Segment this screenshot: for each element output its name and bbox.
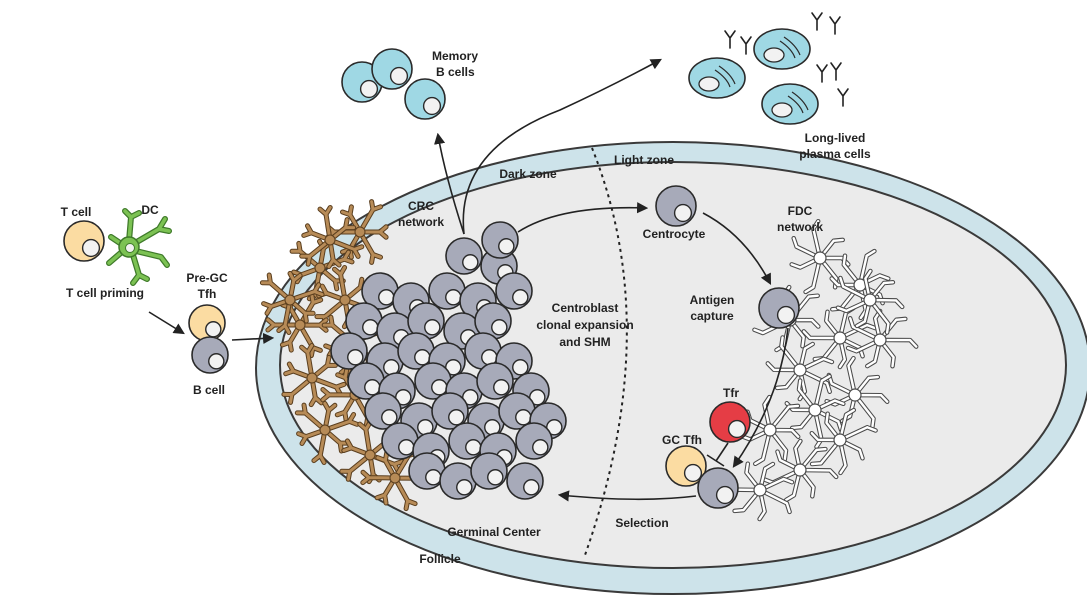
arrow-to-selection: [732, 327, 789, 468]
arrow-to-antigen: [702, 212, 772, 285]
memory-b-label-1: Memory: [432, 49, 478, 63]
antibody: [740, 36, 752, 55]
antibody: [724, 30, 736, 49]
arrow-return: [557, 490, 697, 502]
zone-divider: [584, 147, 628, 556]
plasma-label-1: Long-lived: [805, 131, 866, 145]
centroblast-cell: [476, 362, 514, 400]
fdc-cell: [762, 438, 839, 503]
b-cell: [191, 336, 229, 374]
germinal-center-label: Germinal Center: [447, 525, 541, 539]
centroblast-cell: [330, 332, 368, 370]
plasma-cell: [761, 83, 819, 125]
selected-b-cell: [697, 467, 739, 509]
centroblast-cell: [506, 462, 544, 500]
antibody: [811, 12, 823, 31]
arrows: [148, 58, 789, 502]
antibody: [829, 16, 841, 35]
crc-cell: [281, 343, 347, 408]
fdc-cell: [809, 407, 878, 476]
centroblast-cell: [397, 332, 435, 370]
pre-gc-tfh-cell: [188, 304, 226, 342]
centroblast-cell: [470, 452, 508, 490]
fdc-network: [721, 218, 919, 522]
memory-b-cell: [371, 48, 413, 90]
centroblast-cell: [345, 302, 383, 340]
tfr-inhibition: [706, 442, 729, 467]
t-cell-label: T cell: [61, 205, 92, 219]
antigen-label-1: Antigen: [690, 293, 735, 307]
arrow-priming: [148, 311, 185, 335]
centroblast-cell: [445, 237, 483, 275]
memory-b-label-2: B cells: [436, 65, 475, 79]
centroblast-cell: [347, 362, 385, 400]
cells: [63, 28, 819, 509]
centroblast-cell: [381, 422, 419, 460]
arrow-to-centrocyte: [517, 202, 649, 233]
labels: Memory B cells Long-lived plasma cells D…: [61, 49, 871, 566]
fdc-cell: [721, 461, 795, 522]
dark-zone-label: Dark zone: [499, 167, 557, 181]
centroblast-cell: [439, 462, 477, 500]
light-zone-label: Light zone: [614, 153, 674, 167]
centroblast-cell: [474, 302, 512, 340]
crc-label-1: CRC: [408, 199, 434, 213]
fdc-cell: [845, 308, 919, 369]
b-cell-label: B cell: [193, 383, 225, 397]
centroblast-cluster: [330, 221, 567, 500]
selection-label: Selection: [615, 516, 668, 530]
fdc-label-1: FDC: [788, 204, 813, 218]
centrocyte-cell: [655, 185, 697, 227]
antibody: [837, 88, 849, 107]
pre-gc-tfh-label-2: Tfh: [198, 287, 217, 301]
tfr-cell: [709, 401, 751, 443]
centroblast-cell: [495, 272, 533, 310]
crc-cell: [259, 270, 325, 335]
centroblast-label-3: and SHM: [559, 335, 610, 349]
centroblast-cell: [361, 272, 399, 310]
crc-cell: [299, 205, 365, 270]
tfr-label: Tfr: [723, 386, 739, 400]
arrow-to-gc: [231, 332, 275, 345]
arrow-to-memory: [434, 132, 465, 235]
plasma-cell: [688, 57, 746, 99]
crc-cell: [339, 420, 405, 485]
dc-label: DC: [141, 203, 159, 217]
centroblast-cell: [431, 392, 469, 430]
gc-tfh-label: GC Tfh: [662, 433, 702, 447]
plasma-label-2: plasma cells: [799, 147, 871, 161]
centroblast-label-1: Centroblast: [552, 301, 619, 315]
plasma-cell: [753, 28, 811, 70]
centroblast-cell: [364, 392, 402, 430]
follicle-label: Follicle: [419, 552, 461, 566]
centroblast-cell: [481, 221, 519, 259]
antibody: [830, 62, 842, 81]
t-cell-priming-label: T cell priming: [66, 286, 144, 300]
arrow-to-plasma: [462, 58, 662, 235]
fdc-cell: [835, 268, 905, 335]
centroblast-cell: [408, 452, 446, 490]
centroblast-label-2: clonal expansion: [536, 318, 633, 332]
crc-cell: [294, 400, 360, 465]
antigen-label-2: capture: [690, 309, 734, 323]
pre-gc-tfh-label-1: Pre-GC: [186, 271, 228, 285]
antibody: [816, 64, 828, 83]
gc-tfh-cell: [665, 445, 707, 487]
fdc-label-2: network: [777, 220, 823, 234]
t-cell: [63, 220, 105, 262]
antigen-capture-cell: [758, 287, 800, 329]
crc-cell: [325, 199, 389, 265]
crc-label-2: network: [398, 215, 444, 229]
centroblast-cell: [515, 422, 553, 460]
antibodies: [724, 12, 849, 107]
centroblast-cell: [464, 332, 502, 370]
dendritic-cell: [106, 208, 172, 286]
memory-b-cell: [404, 78, 446, 120]
centrocyte-label: Centrocyte: [643, 227, 706, 241]
